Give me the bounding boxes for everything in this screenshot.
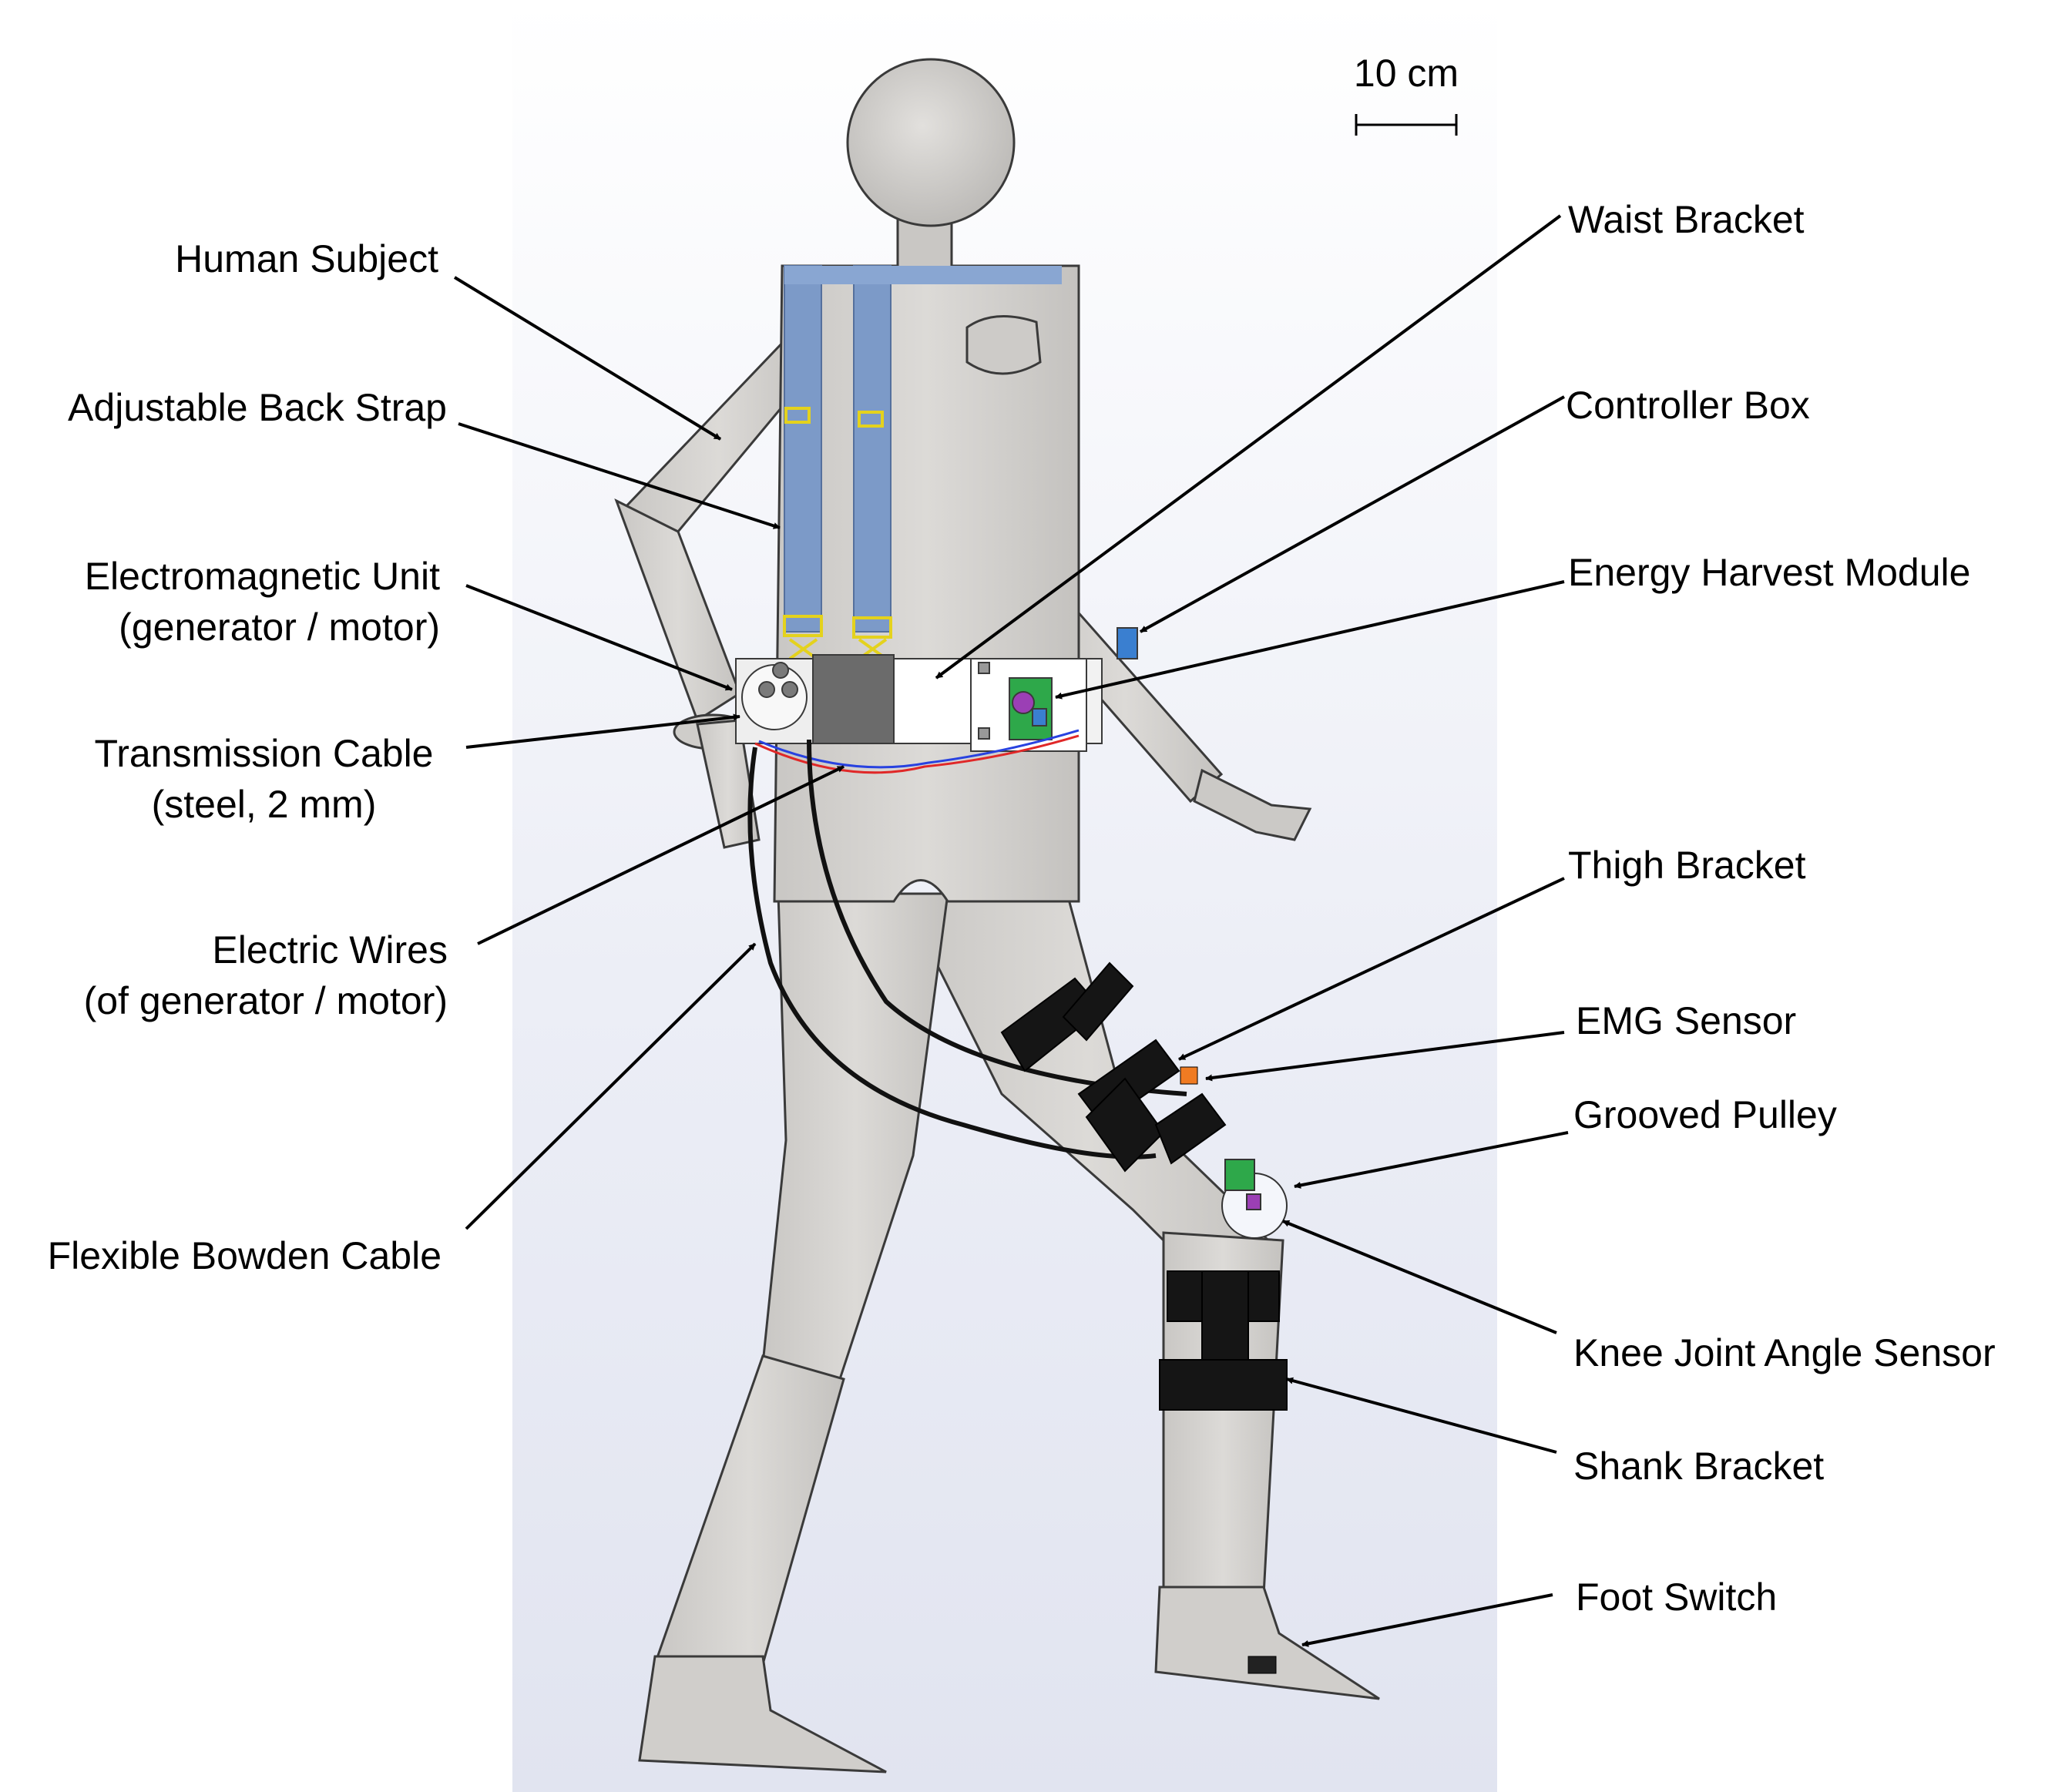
scale-bar-label: 10 cm: [1353, 52, 1459, 95]
scale-bar: [1355, 114, 1458, 136]
leader-emg-sensor: [1205, 1031, 1565, 1082]
leader-foot-switch: [1301, 1593, 1553, 1647]
label-electric-wires-line1: Electric Wires: [212, 928, 448, 972]
label-electromagnetic-unit-line1: Electromagnetic Unit: [84, 555, 440, 598]
leader-grooved-pulley: [1294, 1131, 1569, 1189]
label-electromagnetic-unit-line2: (generator / motor): [119, 606, 440, 649]
far-leg: [899, 892, 1380, 1700]
label-human-subject: Human Subject: [175, 237, 438, 280]
leader-energy-harvest-module: [1055, 580, 1565, 700]
leader-knee-joint-angle-sensor: [1282, 1220, 1557, 1334]
head-and-neck: [846, 58, 1016, 275]
label-shank-bracket: Shank Bracket: [1573, 1445, 1825, 1488]
label-waist-bracket: Waist Bracket: [1568, 198, 1805, 241]
shank-bracket: [1159, 1270, 1288, 1411]
label-flexible-bowden-cable: Flexible Bowden Cable: [47, 1234, 442, 1277]
electromagnetic-unit: [735, 658, 814, 744]
label-foot-switch: Foot Switch: [1576, 1576, 1778, 1619]
leader-adjustable-back-strap: [458, 422, 781, 529]
label-emg-sensor: EMG Sensor: [1576, 999, 1797, 1042]
leader-transmission-cable: [465, 713, 740, 749]
back-straps: [783, 265, 1062, 660]
leader-shank-bracket: [1286, 1377, 1557, 1454]
leader-electromagnetic-unit: [465, 584, 733, 691]
leader-controller-box: [1140, 395, 1565, 633]
label-electric-wires-line2: (of generator / motor): [83, 979, 448, 1022]
leader-thigh-bracket: [1178, 877, 1565, 1061]
label-adjustable-back-strap: Adjustable Back Strap: [68, 386, 447, 429]
label-transmission-cable: Transmission Cable (steel, 2 mm): [81, 728, 447, 830]
leader-flexible-bowden-cable: [465, 942, 757, 1230]
label-transmission-cable-line2: (steel, 2 mm): [151, 783, 377, 826]
foot-switch: [1247, 1656, 1277, 1674]
thigh-bracket: [1000, 961, 1227, 1173]
label-electromagnetic-unit: Electromagnetic Unit (generator / motor): [85, 551, 440, 653]
label-thigh-bracket: Thigh Bracket: [1568, 844, 1806, 887]
label-controller-box: Controller Box: [1566, 384, 1810, 427]
label-electric-wires: Electric Wires (of generator / motor): [84, 925, 448, 1026]
leader-human-subject: [453, 276, 722, 441]
knee-pulley-group: [1221, 1159, 1288, 1239]
label-grooved-pulley: Grooved Pulley: [1573, 1093, 1837, 1136]
bowden-cables: [747, 739, 1187, 1159]
label-knee-joint-angle-sensor: Knee Joint Angle Sensor: [1573, 1331, 1996, 1374]
leader-lines: [453, 214, 1569, 1647]
leader-electric-wires: [477, 765, 845, 945]
label-energy-harvest-module: Energy Harvest Module: [1568, 551, 1971, 594]
emg-sensor: [1180, 1066, 1198, 1085]
leader-waist-bracket: [935, 214, 1562, 680]
label-transmission-cable-line1: Transmission Cable: [94, 732, 434, 775]
